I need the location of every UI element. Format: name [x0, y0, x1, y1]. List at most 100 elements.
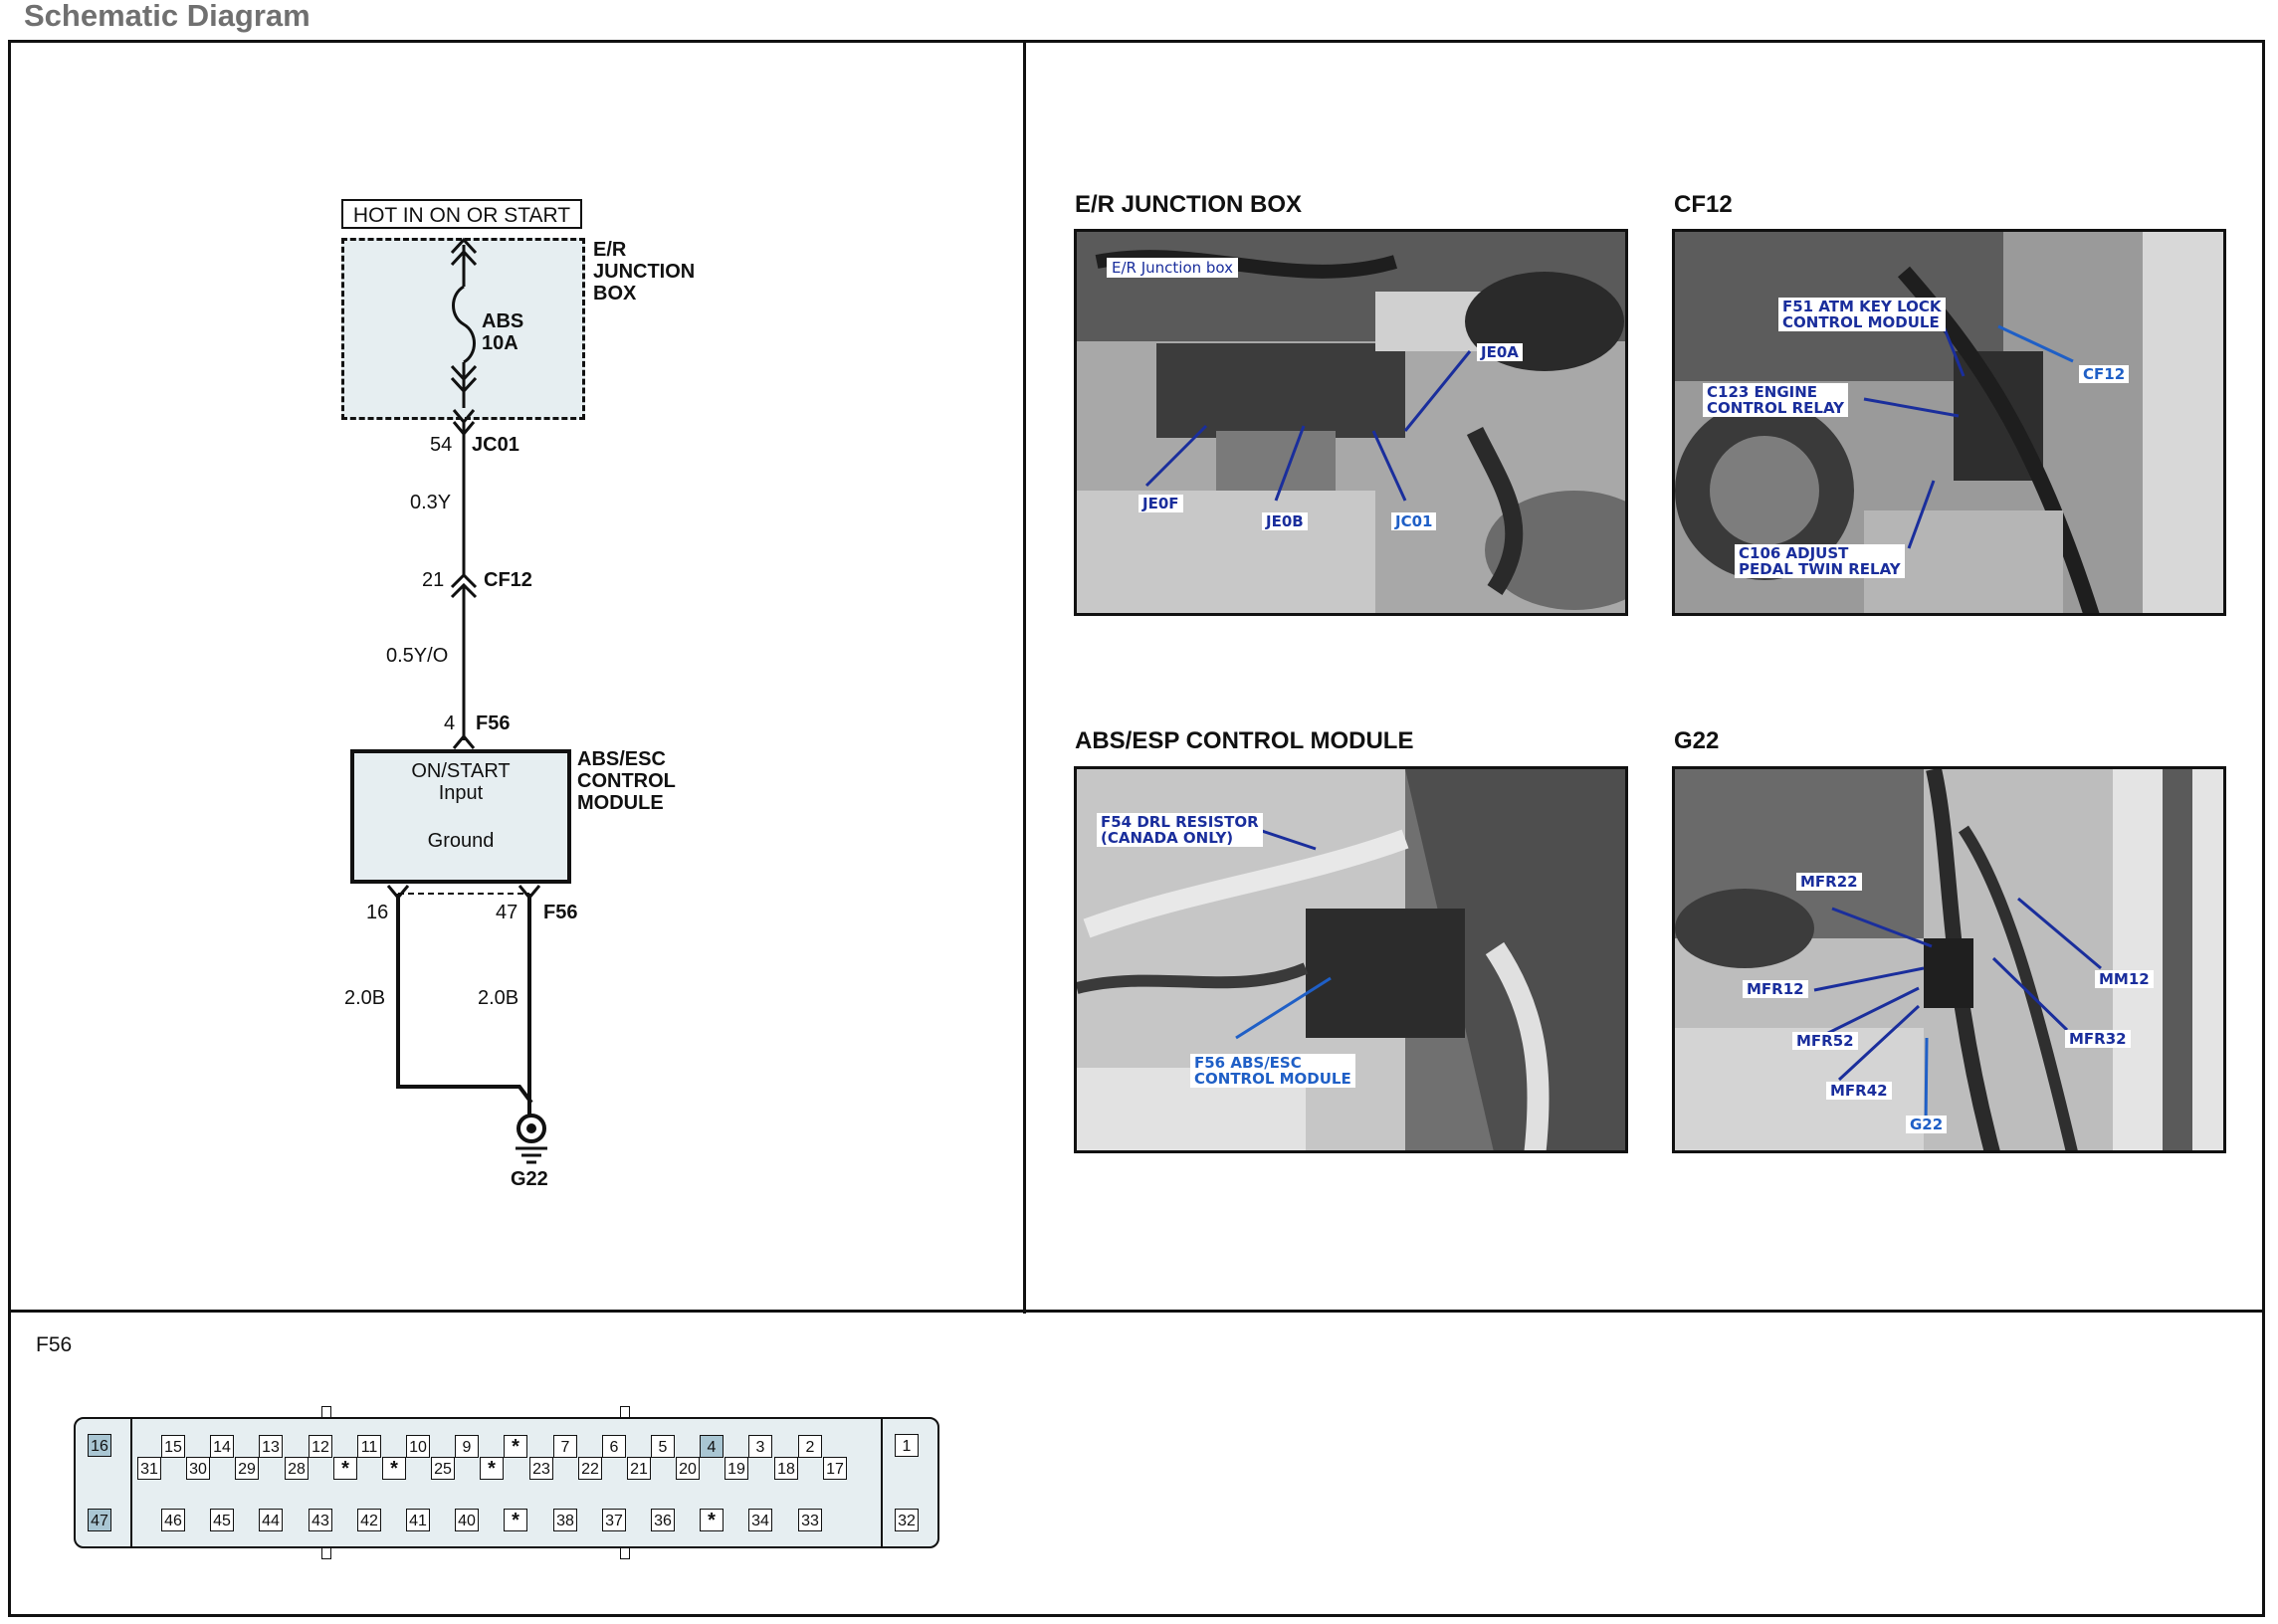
photo-title-g22: G22	[1674, 727, 1720, 754]
photo-title-junction-box: E/R JUNCTION BOX	[1075, 191, 1303, 218]
connector-pin: 42	[357, 1509, 381, 1531]
connector-pin: 33	[798, 1509, 822, 1531]
photo-cf12: F51 ATM KEY LOCK CONTROL MODULE CF12 C12…	[1672, 229, 2226, 616]
page-title: Schematic Diagram	[24, 0, 311, 33]
connector-pin: 4	[700, 1435, 724, 1458]
connector-pin: 45	[210, 1509, 234, 1531]
connector-pin: 12	[309, 1435, 332, 1458]
wire-label-1: 0.3Y	[410, 492, 452, 513]
connector-pin: 36	[651, 1509, 675, 1531]
connector-pin: 25	[431, 1457, 455, 1480]
photo-caption: E/R Junction box	[1107, 258, 1239, 278]
connector-pin: 15	[161, 1435, 185, 1458]
ground-pin-left: 16	[366, 902, 389, 923]
photo-title-abs-module: ABS/ESP CONTROL MODULE	[1075, 727, 1414, 754]
callout-c106: C106 ADJUST PEDAL TWIN RELAY	[1735, 544, 1905, 578]
connector-pin: 46	[161, 1509, 185, 1531]
connector-pin: 9	[455, 1435, 479, 1458]
connector-pin: 5	[651, 1435, 675, 1458]
fuse-symbol	[452, 285, 476, 364]
connector-pin: *	[333, 1457, 357, 1480]
connector-pin: 34	[748, 1509, 772, 1531]
connector-title: F56	[36, 1333, 73, 1356]
connector-pin: 11	[357, 1435, 381, 1458]
pin-left-bottom: 47	[88, 1509, 111, 1531]
connector-pin: *	[504, 1509, 527, 1531]
callout-je0a: JE0A	[1477, 343, 1523, 361]
vertical-divider	[1023, 40, 1026, 1314]
connector-pin: *	[382, 1457, 406, 1480]
connector-pin: *	[504, 1435, 527, 1458]
module-input-label: ON/START Input	[411, 760, 511, 804]
connector-tab	[620, 1547, 630, 1559]
outer-frame	[8, 40, 2265, 1617]
photo-title-cf12: CF12	[1674, 191, 1733, 218]
callout-mfr12: MFR12	[1743, 980, 1808, 998]
connector-pin: 2	[798, 1435, 822, 1458]
cf12-connector	[450, 572, 478, 599]
photo-g22: MFR22 MFR12 MM12 MFR52 MFR32 MFR42 G22	[1672, 766, 2226, 1153]
callout-g22: G22	[1906, 1116, 1948, 1133]
callout-mfr52: MFR52	[1792, 1032, 1858, 1050]
module-ground-label: Ground	[427, 830, 495, 852]
callout-cf12: CF12	[2079, 365, 2130, 383]
connector-pin: 38	[553, 1509, 577, 1531]
callout-f54: F54 DRL RESISTOR (CANADA ONLY)	[1097, 813, 1263, 847]
photo-abs-module: F54 DRL RESISTOR (CANADA ONLY) F56 ABS/E…	[1074, 766, 1628, 1153]
pin-right-bottom: 32	[895, 1509, 919, 1531]
f56-pin-top: 4	[444, 712, 456, 734]
connector-pin: 13	[259, 1435, 283, 1458]
f56-top-connector	[452, 733, 476, 749]
wire-label-4: 2.0B	[478, 987, 519, 1009]
pin-left-top: 16	[88, 1434, 111, 1457]
connector-pin: 30	[186, 1457, 210, 1480]
connector-pin: 31	[137, 1457, 161, 1480]
ground-symbol	[516, 1114, 547, 1164]
connector-pin: 40	[455, 1509, 479, 1531]
callout-f51: F51 ATM KEY LOCK CONTROL MODULE	[1778, 298, 1946, 331]
connector-pin: 44	[259, 1509, 283, 1531]
horizontal-divider	[8, 1310, 2265, 1313]
connector-pin: 22	[578, 1457, 602, 1480]
cf12-name: CF12	[484, 569, 532, 591]
f56-name-top: F56	[476, 712, 511, 734]
connector-pin: 21	[627, 1457, 651, 1480]
callout-c123: C123 ENGINE CONTROL RELAY	[1703, 383, 1849, 417]
fuse-label: ABS 10A	[482, 310, 524, 354]
connector-pin: 10	[406, 1435, 430, 1458]
wire-label-3: 2.0B	[344, 987, 386, 1009]
connector-pin: 14	[210, 1435, 234, 1458]
junction-box-label: E/R JUNCTION BOX	[593, 239, 696, 304]
jc01-name: JC01	[472, 434, 519, 456]
connector-pin: *	[480, 1457, 504, 1480]
connector-pin: 19	[725, 1457, 748, 1480]
callout-je0f: JE0F	[1139, 495, 1183, 512]
callout-mm12: MM12	[2095, 970, 2154, 988]
connector-pin: *	[700, 1509, 724, 1531]
connector-pin: 20	[676, 1457, 700, 1480]
photo-junction-box: E/R Junction box JE0A JE0F JE0B JC01	[1074, 229, 1628, 616]
connector-pin: 37	[602, 1509, 626, 1531]
connector-pin: 29	[235, 1457, 259, 1480]
connector-pin: 43	[309, 1509, 332, 1531]
hot-label: HOT IN ON OR START	[341, 199, 582, 229]
connector-pin: 17	[823, 1457, 847, 1480]
connector-pin: 18	[774, 1457, 798, 1480]
f56-name-bottom: F56	[543, 902, 578, 923]
callout-mfr42: MFR42	[1826, 1082, 1892, 1100]
callout-je0b: JE0B	[1262, 512, 1308, 530]
connector-pin: 28	[285, 1457, 309, 1480]
module-label: ABS/ESC CONTROL MODULE	[577, 748, 676, 814]
connector-pin: 41	[406, 1509, 430, 1531]
jc01-pin: 54	[430, 434, 453, 456]
pin-right-top: 1	[895, 1434, 919, 1457]
callout-f56: F56 ABS/ESC CONTROL MODULE	[1190, 1054, 1355, 1088]
connector-pin: 6	[602, 1435, 626, 1458]
ground-wire-left	[396, 894, 533, 1105]
connector-pin: 3	[748, 1435, 772, 1458]
connector-tab	[321, 1547, 331, 1559]
connector-pin: 23	[529, 1457, 553, 1480]
